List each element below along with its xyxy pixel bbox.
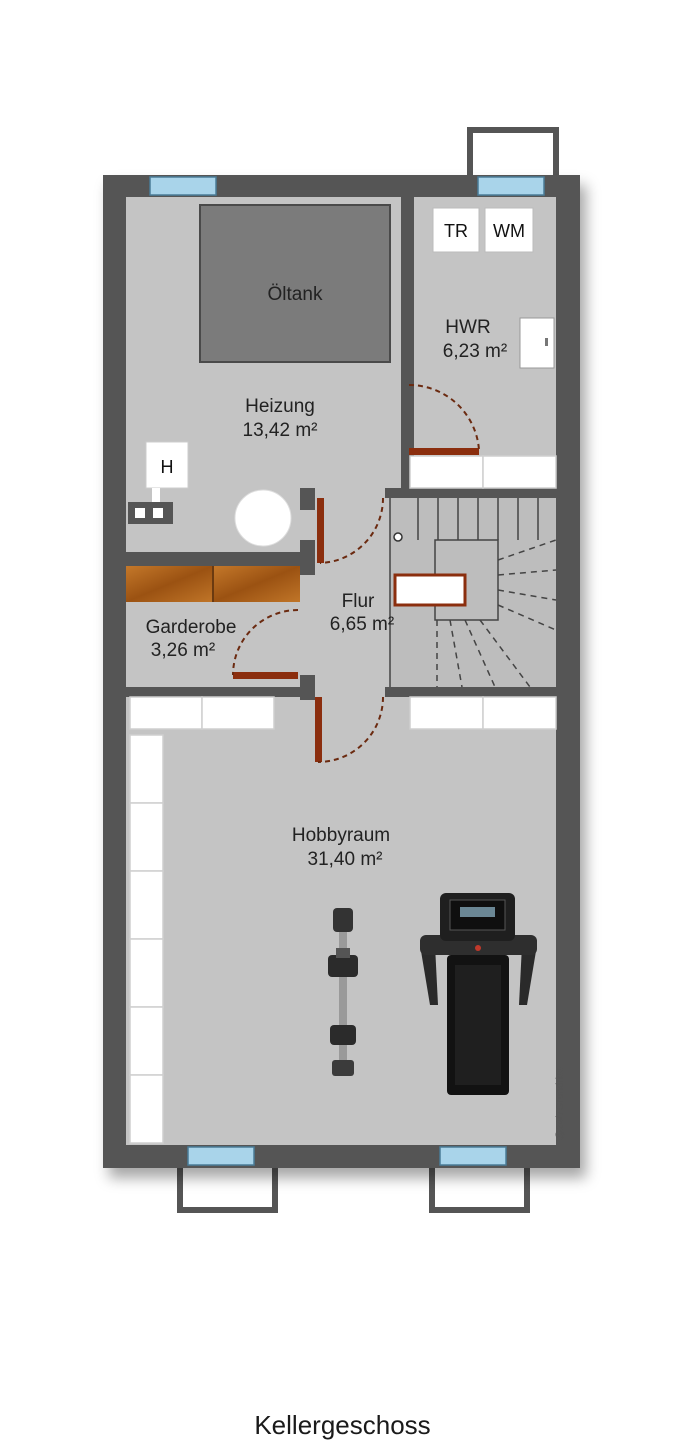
room-area-hwr: 6,23 m² xyxy=(443,341,507,362)
room-area-flur: 6,65 m² xyxy=(330,614,394,635)
room-area-garderobe: 3,26 m² xyxy=(151,640,215,661)
utility-cabinet xyxy=(519,317,555,369)
rowing-machine-icon xyxy=(328,908,358,1076)
room-name-garderobe: Garderobe xyxy=(146,617,237,638)
heater-label: H xyxy=(161,457,174,477)
room-area-heizung: 13,42 m² xyxy=(243,420,318,441)
treadmill-icon xyxy=(420,893,537,1095)
room-name-heizung: Heizung xyxy=(245,396,315,417)
heater-base-slot xyxy=(153,508,163,518)
room-name-flur: Flur xyxy=(342,591,375,612)
oil-tank-label: Öltank xyxy=(268,284,323,305)
room-area-hobbyraum: 31,40 m² xyxy=(308,849,383,870)
washer xyxy=(484,207,534,253)
room-name-hwr: HWR xyxy=(445,317,490,338)
windows xyxy=(149,176,545,1166)
dryer-label: TR xyxy=(444,221,468,241)
washer-label: WM xyxy=(493,221,525,241)
floor-title: Kellergeschoss xyxy=(254,1410,431,1440)
heater-pipe xyxy=(152,488,160,502)
room-labels: Heizung 13,42 m² HWR 6,23 m² Flur 6,65 m… xyxy=(146,317,508,870)
cabinet-handle xyxy=(545,338,548,346)
stair-landing-label-box xyxy=(393,573,467,607)
wardrobe xyxy=(126,566,300,602)
room-name-hobbyraum: Hobbyraum xyxy=(292,825,390,846)
heater-base-slot xyxy=(135,508,145,518)
heater-base xyxy=(128,502,173,524)
dryer xyxy=(432,207,480,253)
interior-walls xyxy=(126,197,556,700)
credit-text: @24/7Grundriss xyxy=(555,1067,566,1140)
cabinets xyxy=(129,455,557,1144)
heater-box xyxy=(145,441,189,489)
boiler-tank xyxy=(234,489,292,547)
oil-tank xyxy=(199,204,391,363)
doors xyxy=(232,383,480,763)
